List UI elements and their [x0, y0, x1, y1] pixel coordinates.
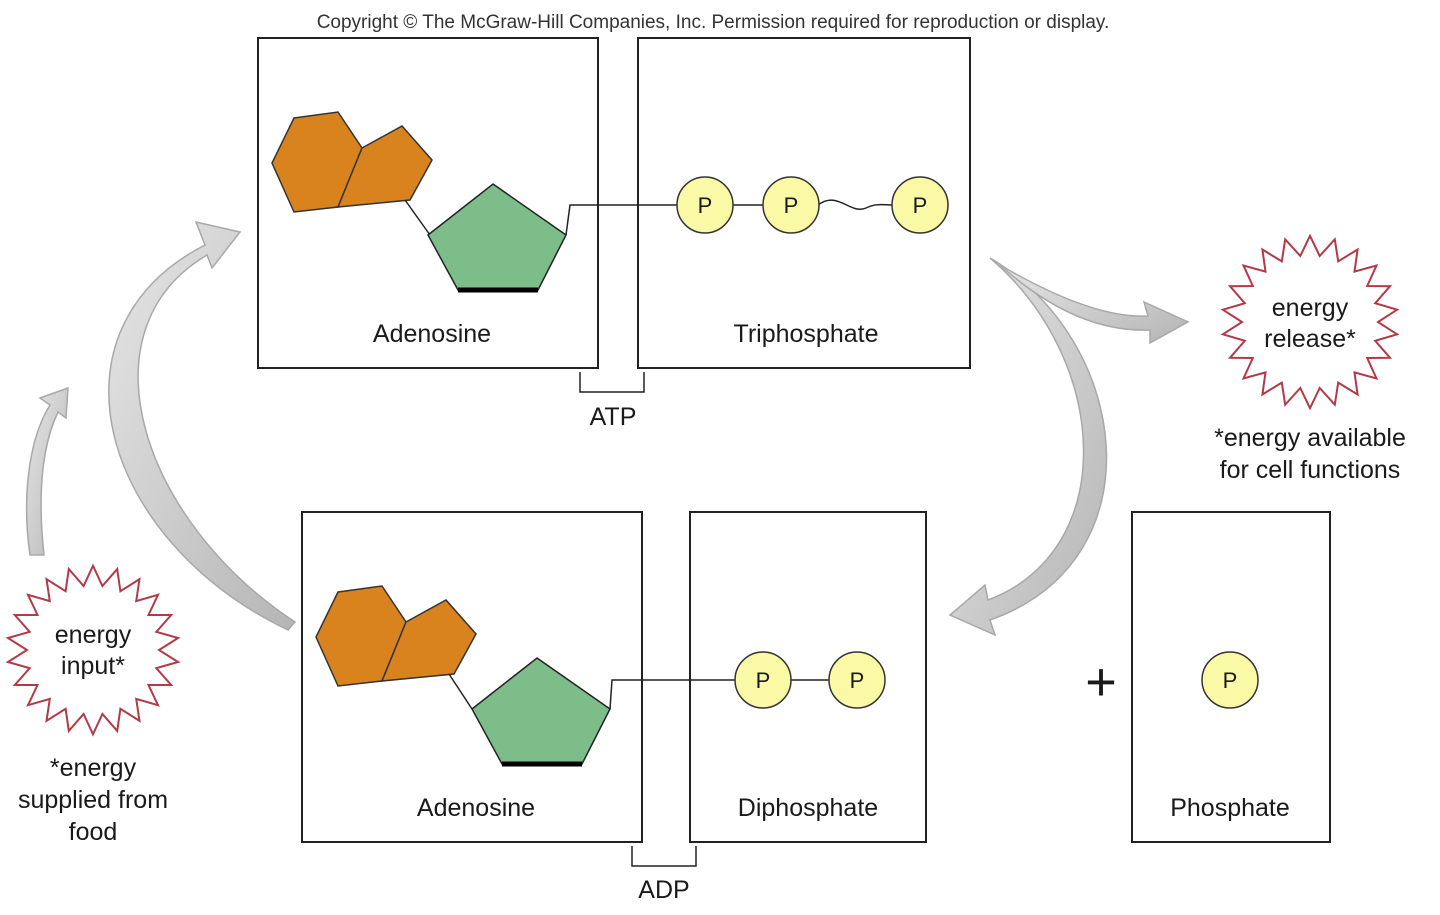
energy-input-line1: energy	[55, 621, 132, 649]
adp-base-sugar-bond	[448, 673, 473, 710]
svg-text:P: P	[1223, 668, 1238, 693]
atp-bracket-label: ATP	[590, 403, 637, 431]
energy-input-starburst: energy input*	[5, 563, 181, 737]
energy-input-line2: input*	[61, 652, 125, 680]
svg-text:P: P	[784, 193, 799, 218]
atp-phosphate-3: P	[891, 176, 949, 234]
energy-input-arrow	[25, 386, 69, 556]
free-phosphate-label: Phosphate	[1170, 794, 1290, 822]
adp-adenosine-label: Adenosine	[417, 794, 535, 822]
plus-sign: +	[1085, 652, 1117, 712]
energy-release-burst-shape	[1220, 233, 1400, 411]
adp-diphosphate-label: Diphosphate	[738, 794, 878, 822]
energy-input-note-line3: food	[69, 818, 118, 846]
atp-phosphate-2: P	[762, 176, 820, 234]
atp-adenine-pentagon	[336, 125, 433, 208]
energy-input-burst-shape	[5, 563, 181, 737]
energy-release-starburst: energy release*	[1220, 233, 1400, 411]
energy-input-note-line1: *energy	[50, 754, 137, 782]
atp-high-energy-bond	[817, 199, 893, 210]
right-cycle-arrow	[948, 257, 1108, 637]
adp-phosphate-box	[689, 511, 927, 843]
energy-release-arrow	[999, 264, 1190, 345]
energy-release-line1: energy	[1272, 294, 1349, 322]
adp-bracket	[631, 846, 697, 867]
adp-adenine-pentagon	[380, 599, 477, 682]
atp-base-sugar-bond	[404, 199, 431, 236]
adp-bracket-label: ADP	[638, 876, 689, 904]
copyright-text: Copyright © The McGraw-Hill Companies, I…	[317, 12, 1110, 33]
adp-sugar-phosphate-bond	[609, 679, 736, 710]
atp-adenosine-label: Adenosine	[373, 320, 491, 348]
adp-phosphate-1: P	[734, 651, 792, 709]
free-phosphate-circle: P	[1201, 651, 1259, 709]
energy-input-note-line2: supplied from	[18, 786, 168, 814]
adp-phosphate-2: P	[828, 651, 886, 709]
svg-text:P: P	[913, 193, 928, 218]
energy-release-note-line2: for cell functions	[1220, 456, 1401, 484]
adp-molecule: P P Adenosine Diphosphate ADP	[301, 511, 927, 904]
atp-molecule: P P P Adenosine Triphosphate ATP	[257, 37, 971, 431]
svg-text:P: P	[756, 668, 771, 693]
atp-triphosphate-label: Triphosphate	[734, 320, 879, 348]
atp-phosphate-1: P	[676, 176, 734, 234]
energy-release-line2: release*	[1264, 325, 1356, 353]
svg-text:P: P	[850, 668, 865, 693]
energy-release-note-line1: *energy available	[1214, 424, 1406, 452]
free-phosphate: + P Phosphate	[1085, 511, 1331, 843]
svg-text:P: P	[698, 193, 713, 218]
atp-bracket	[579, 372, 645, 393]
atp-sugar-phosphate-bond	[565, 204, 678, 236]
left-cycle-arrow	[108, 220, 297, 631]
